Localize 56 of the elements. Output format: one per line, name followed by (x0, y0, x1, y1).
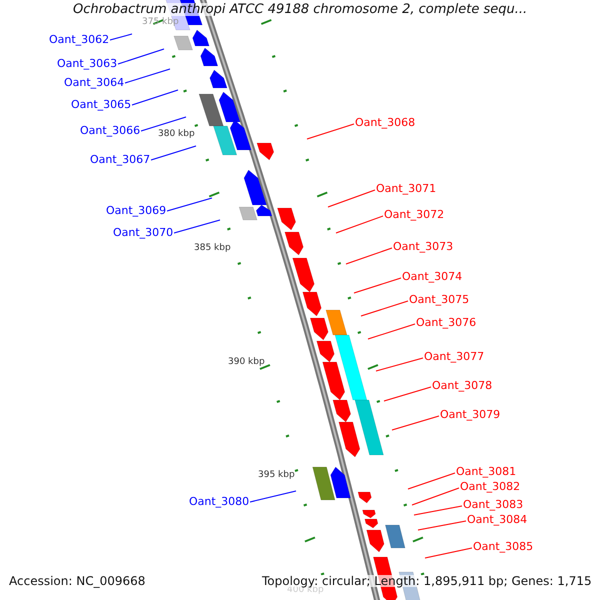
gene-label: Oant_3077 (424, 350, 484, 362)
leader-line (150, 146, 196, 160)
accession-label: Accession: NC_009668 (9, 575, 146, 587)
gene-label: Oant_3074 (402, 270, 462, 282)
gene-label: Oant_3078 (432, 380, 492, 390)
gene-label: Oant_3071 (376, 182, 436, 194)
leader-line (412, 488, 460, 506)
gene-label: Oant_3073 (393, 240, 454, 252)
leader-line (376, 358, 424, 372)
gene-label: Oant_3066 (80, 124, 140, 136)
gene-label: Oant_3079 (440, 408, 500, 420)
scale-label: 400 kbp (287, 586, 324, 595)
leader-line (132, 90, 178, 106)
leader-line (328, 190, 376, 208)
gene-label: Oant_3075 (409, 294, 470, 304)
scale-label: 385 kbp (194, 244, 231, 253)
gene-label: Oant_3082 (460, 480, 520, 492)
leader-line (408, 472, 456, 490)
leader-line (414, 506, 462, 516)
leader-line (306, 124, 354, 140)
gene-label: Oant_3085 (473, 540, 534, 552)
leader-line (346, 248, 392, 264)
gene-label: Oant_3067 (90, 154, 150, 164)
leader-line (140, 116, 186, 132)
leader-line (250, 490, 296, 502)
scale-label: 380 kbp (158, 130, 195, 139)
genome-stats-label: Topology: circular; Length: 1,895,911 bp; Genes: 1,715 (262, 575, 592, 587)
leader-line (368, 324, 416, 340)
gene-label: Oant_3084 (467, 514, 528, 524)
leader-line (392, 416, 440, 430)
scale-label: 390 kbp (228, 358, 265, 367)
gene-label: Oant_3076 (416, 316, 476, 328)
leader-line (166, 198, 212, 212)
leader-line (384, 386, 432, 402)
gene-label: Oant_3081 (456, 466, 516, 476)
leader-line (124, 68, 170, 84)
gene-label: Oant_3069 (106, 204, 166, 216)
leader-line (110, 34, 132, 40)
gene-label: Oant_3072 (384, 208, 444, 220)
leader-line (118, 48, 164, 64)
gene-label: Oant_3070 (113, 226, 174, 238)
gene-label: Oant_3064 (64, 76, 124, 88)
gene-label: Oant_3062 (49, 34, 110, 44)
diagram-title: Ochrobactrum anthropi ATCC 49188 chromosome 2, complete sequ... (73, 3, 528, 16)
scale-label: 395 kbp (258, 471, 295, 480)
leader-line (424, 548, 472, 558)
gene-label: Oant_3065 (71, 98, 132, 110)
leader-line (354, 278, 402, 294)
gene-label: Oant_3068 (355, 116, 416, 128)
leader-line (174, 220, 220, 234)
leader-line (336, 216, 384, 234)
gene-label: Oant_3063 (57, 58, 118, 68)
leader-line (360, 300, 408, 316)
gene-label: Oant_3080 (189, 496, 250, 506)
leader-line (418, 520, 466, 530)
gene-label: Oant_3083 (463, 498, 524, 510)
